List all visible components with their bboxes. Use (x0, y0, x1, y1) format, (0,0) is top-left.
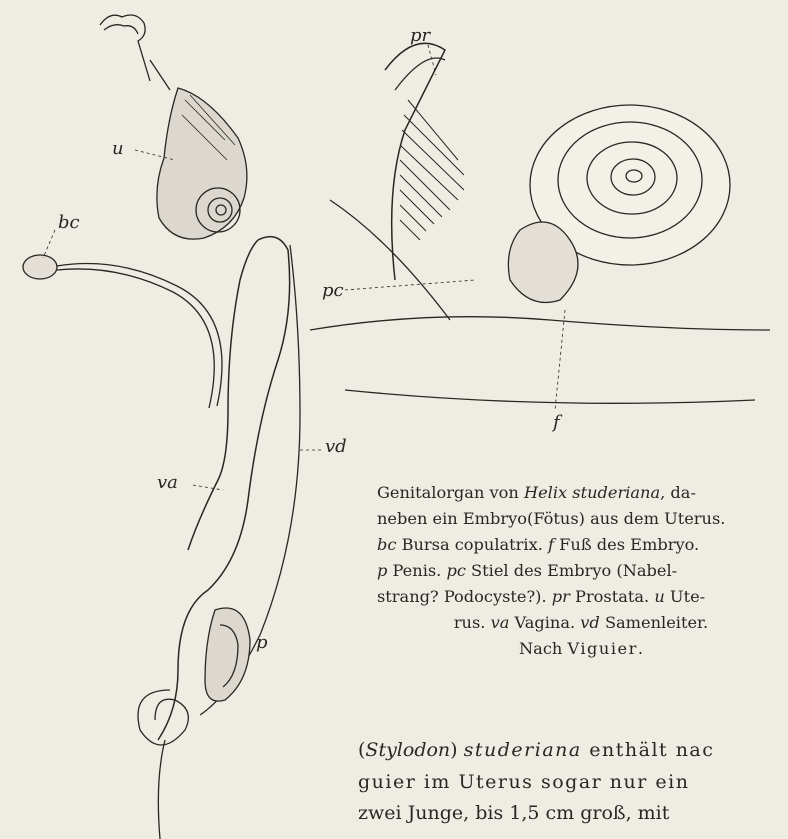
caption-text: Prostata. (570, 587, 654, 606)
caption-line: p Penis. pc Stiel des Embryo (Nabel- (377, 558, 785, 584)
body-line: guier im Uterus sogar nur ein (358, 767, 788, 799)
caption-text: Vagina. (509, 613, 580, 632)
caption-text: neben ein Embryo(Fötus) aus dem Uterus. (377, 509, 725, 528)
species-name: studeriana (464, 739, 582, 761)
caption-abbrev: pc (446, 561, 465, 580)
caption-abbrev: va (491, 613, 510, 632)
caption-line: Nach Viguier. (377, 636, 785, 662)
caption-abbrev: bc (377, 535, 396, 554)
species-name: Helix studeriana (524, 483, 660, 502)
label-va: va (157, 472, 178, 493)
caption-text: Stiel des Embryo (Nabel- (466, 561, 677, 580)
label-u: u (112, 138, 124, 159)
body-text: ) (450, 739, 463, 761)
caption-text: Nach (519, 639, 567, 658)
author-name: Viguier (567, 639, 637, 658)
caption-line: Genitalorgan von Helix studeriana, da- (377, 480, 785, 506)
label-p: p (256, 632, 268, 653)
caption-text: Bursa copulatrix. (396, 535, 548, 554)
caption-text: Genitalorgan von (377, 483, 524, 502)
genus-name: Stylodon (365, 739, 450, 761)
caption-text: rus. (454, 613, 491, 632)
caption-text: strang? Podocyste?). (377, 587, 552, 606)
caption-line: rus. va Vagina. vd Samenleiter. (377, 610, 785, 636)
caption-line: neben ein Embryo(Fötus) aus dem Uterus. (377, 506, 785, 532)
caption-abbrev: p (377, 561, 387, 580)
body-paragraph: (Stylodon) studeriana enthält nac guier … (358, 735, 788, 830)
caption-text: Ute- (665, 587, 705, 606)
caption-line: bc Bursa copulatrix. f Fuß des Embryo. (377, 532, 785, 558)
label-f: f (553, 412, 560, 433)
caption-abbrev: pr (552, 587, 570, 606)
body-line: (Stylodon) studeriana enthält nac (358, 735, 788, 767)
body-text: enthält nac (582, 739, 715, 761)
label-bc: bc (58, 212, 80, 233)
body-line: zwei Junge, bis 1,5 cm groß, mit (358, 798, 788, 830)
label-pr: pr (410, 25, 430, 46)
caption-abbrev: vd (580, 613, 600, 632)
caption-text: . (638, 639, 643, 658)
caption-text: Penis. (387, 561, 446, 580)
caption-text: , da- (660, 483, 696, 502)
label-pc: pc (322, 280, 344, 301)
label-vd: vd (325, 436, 347, 457)
caption-text: Samenleiter. (600, 613, 708, 632)
figure-caption: Genitalorgan von Helix studeriana, da- n… (377, 480, 785, 662)
caption-text: Fuß des Embryo. (554, 535, 699, 554)
caption-line: strang? Podocyste?). pr Prostata. u Ute- (377, 584, 785, 610)
caption-abbrev: u (654, 587, 664, 606)
